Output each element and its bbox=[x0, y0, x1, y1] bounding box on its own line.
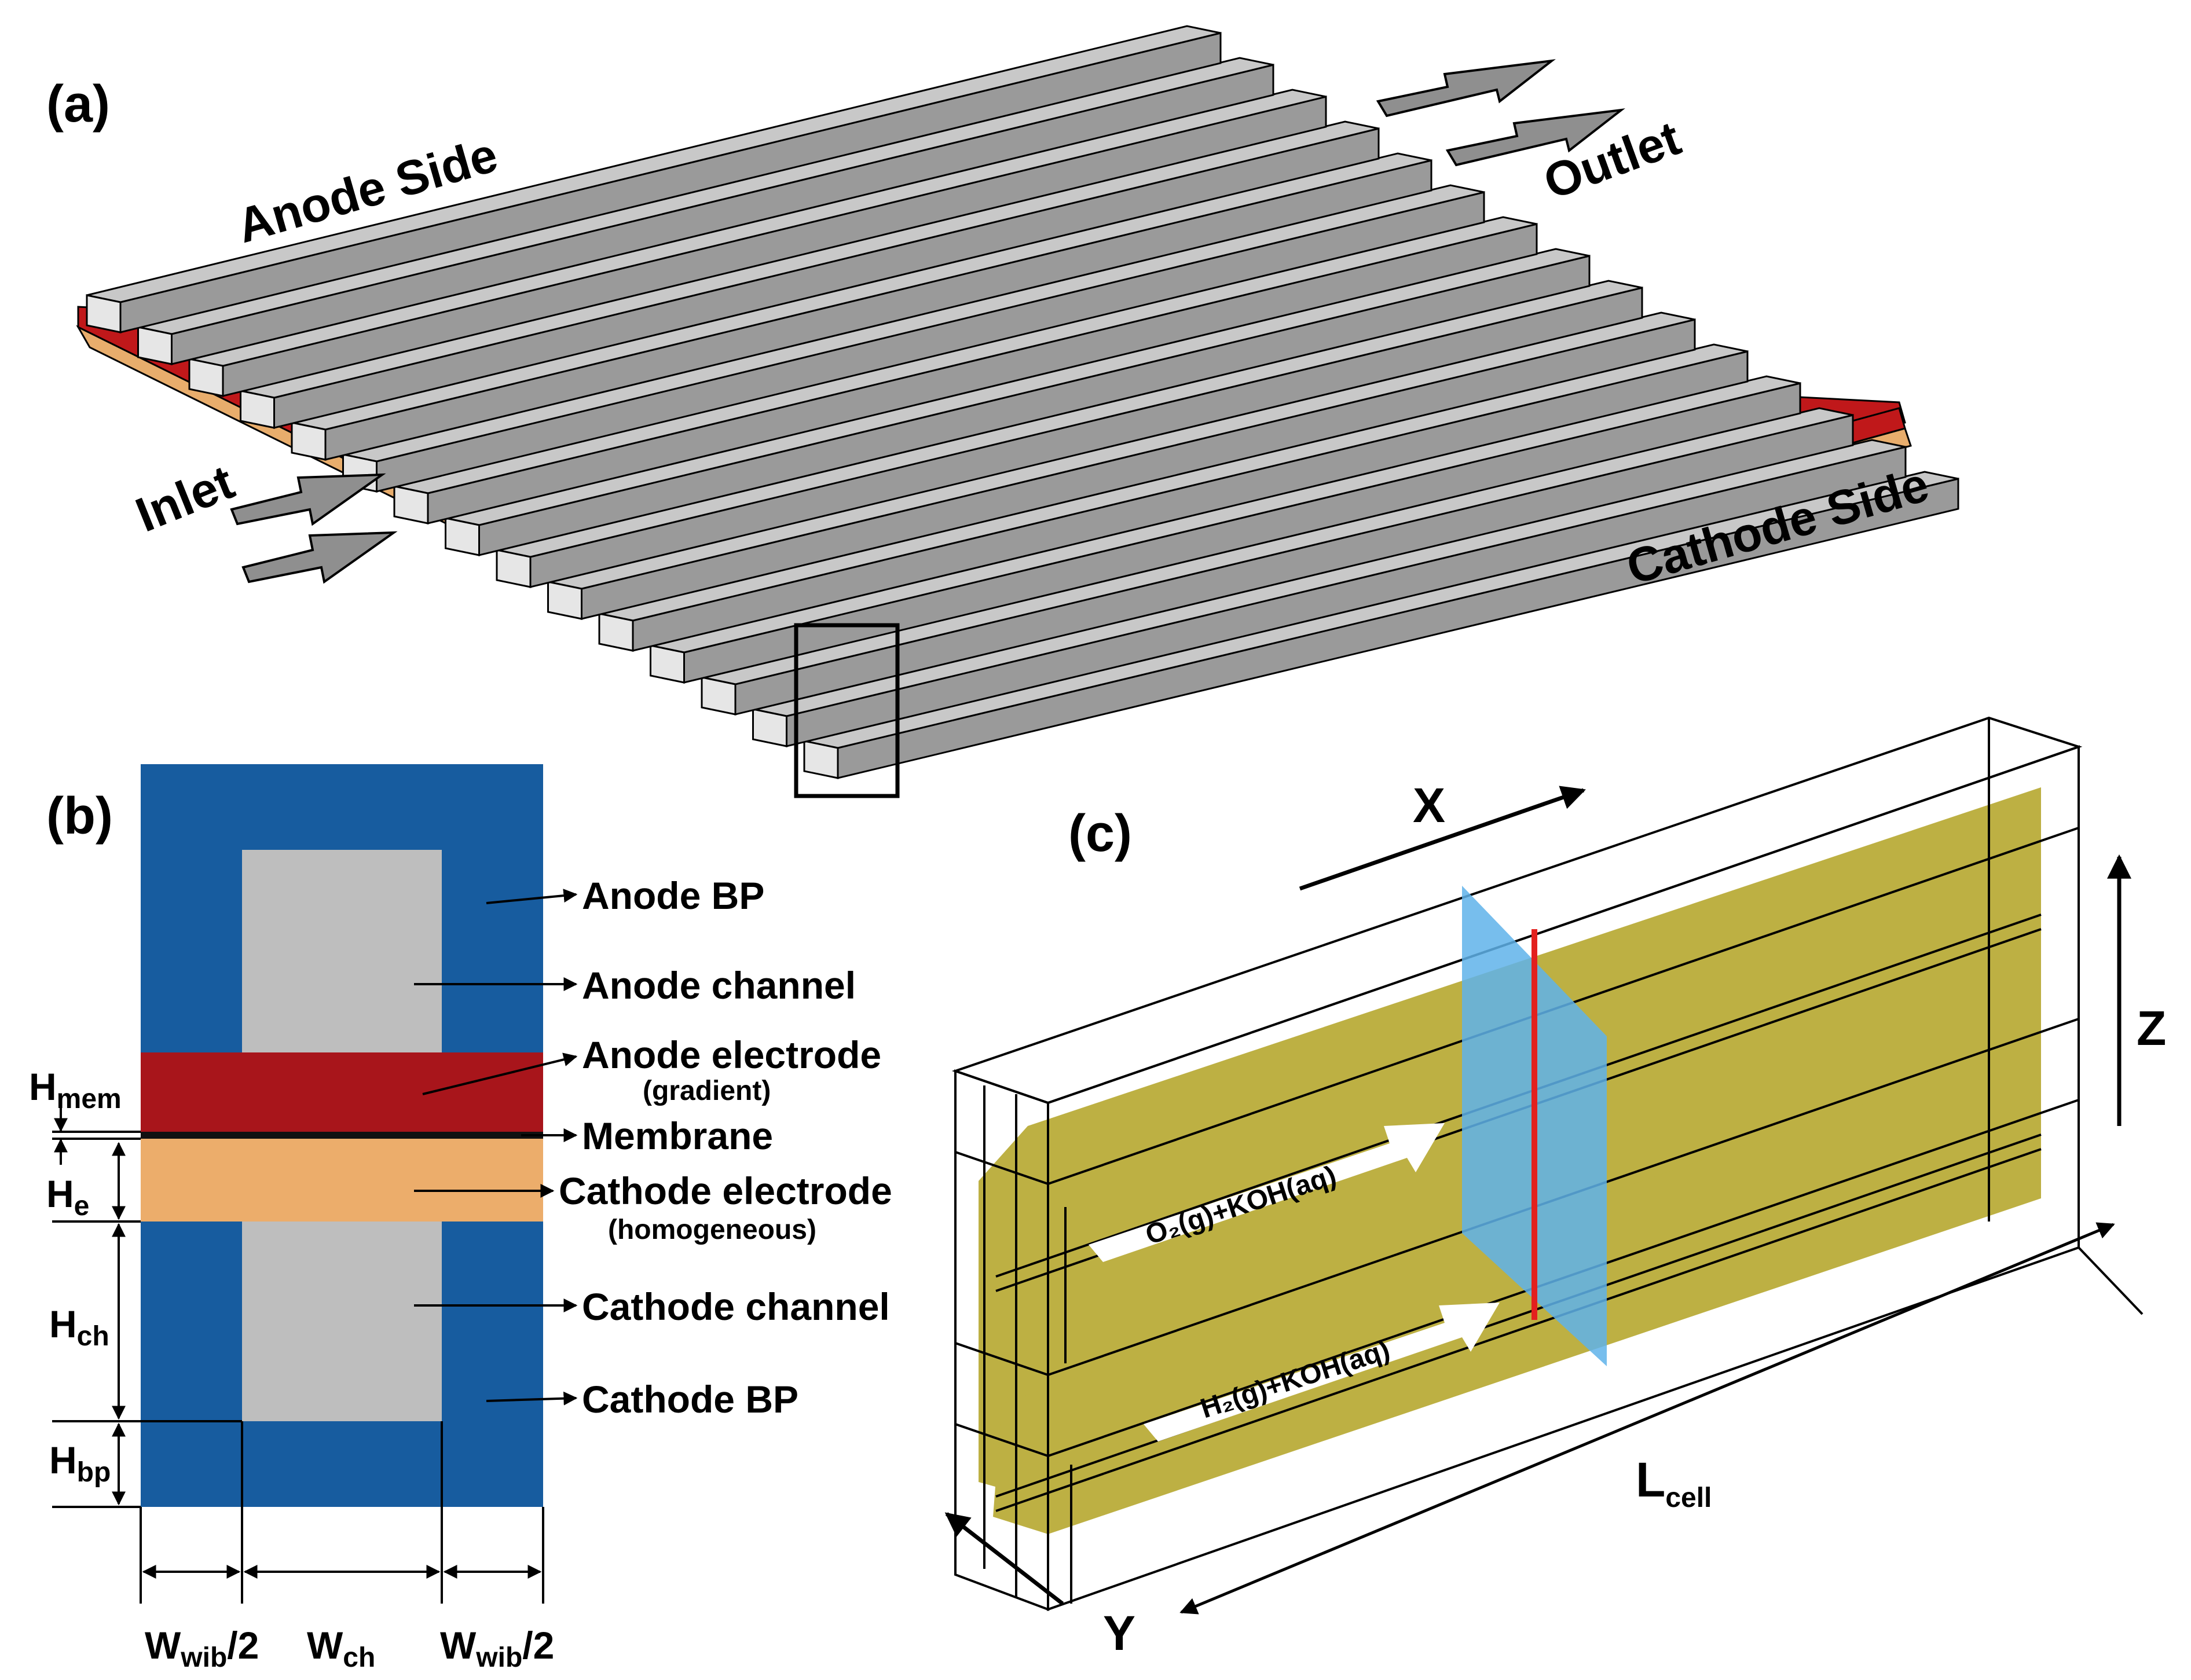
axis-y-label: Y bbox=[1103, 1606, 1135, 1660]
anode-channel bbox=[242, 850, 442, 1054]
zoom-box bbox=[794, 623, 900, 798]
h-bp-label: Hbp bbox=[49, 1439, 111, 1488]
anode-ribs bbox=[86, 25, 1959, 779]
height-dimensions bbox=[52, 1103, 242, 1508]
axis-z-label: Z bbox=[2137, 1001, 2166, 1055]
panel-b: (b) bbox=[29, 764, 892, 1673]
rib-end bbox=[445, 517, 480, 556]
anode-bp-label: Anode BP bbox=[582, 874, 764, 917]
w-wib-left-label: Wwib/2 bbox=[145, 1624, 259, 1673]
anode-electrode-label: Anode electrode bbox=[582, 1033, 881, 1076]
rib bbox=[496, 280, 1643, 588]
outlet-arrow-1 bbox=[1376, 59, 1556, 118]
rib bbox=[188, 89, 1327, 397]
panel-c-label: (c) bbox=[1068, 805, 1132, 863]
inlet-arrow-1 bbox=[230, 473, 386, 526]
rib bbox=[240, 120, 1380, 429]
outlet-arrow-2 bbox=[1445, 108, 1625, 167]
membrane-label: Membrane bbox=[582, 1114, 773, 1157]
width-dimensions bbox=[140, 1421, 544, 1604]
panel-c: (c) O₂ bbox=[944, 716, 2166, 1660]
outlet-arrows bbox=[1376, 59, 1625, 167]
rib-end bbox=[188, 358, 224, 397]
inlet-arrows bbox=[230, 473, 398, 584]
l-cell-extension bbox=[2078, 1246, 2144, 1315]
cathode-electrode-sublabel: (homogeneous) bbox=[608, 1215, 816, 1245]
rib-end bbox=[650, 644, 685, 684]
anode-channel-label: Anode channel bbox=[582, 964, 856, 1007]
w-ch-label: Wch bbox=[307, 1624, 375, 1673]
inlet-label: Inlet bbox=[129, 454, 241, 542]
leader-lines bbox=[414, 889, 578, 1406]
cathode-electrode bbox=[141, 1139, 543, 1222]
rib-end bbox=[291, 421, 327, 461]
anode-electrode-sublabel: (gradient) bbox=[643, 1076, 771, 1106]
panel-a: (a) Anode Side Cathode Side Inlet Outlet bbox=[46, 25, 1959, 798]
rib-end bbox=[86, 294, 122, 333]
h-e-label: He bbox=[46, 1172, 89, 1222]
cathode-bp-label: Cathode BP bbox=[582, 1378, 798, 1421]
cathode-channel bbox=[242, 1222, 442, 1421]
membrane bbox=[141, 1132, 543, 1139]
panel-b-label: (b) bbox=[46, 787, 113, 845]
rib-end bbox=[547, 581, 582, 620]
h-ch-label: Hch bbox=[49, 1303, 109, 1352]
h-mem-label: Hmem bbox=[29, 1065, 122, 1114]
rib-end bbox=[752, 708, 787, 747]
cathode-channel-label: Cathode channel bbox=[582, 1285, 890, 1328]
rib-end bbox=[137, 326, 173, 365]
l-cell-dimension bbox=[1179, 1222, 2115, 1615]
rib bbox=[752, 439, 1907, 747]
o2-flow-arrow bbox=[1089, 1123, 1445, 1262]
axis-x-arrow bbox=[1299, 786, 1586, 891]
rib bbox=[86, 25, 1222, 333]
rib bbox=[547, 311, 1696, 620]
rib-end bbox=[240, 390, 275, 429]
inlet-arrow-2 bbox=[241, 531, 398, 584]
cathode-electrode-label: Cathode electrode bbox=[559, 1169, 892, 1212]
l-cell-label: Lcell bbox=[1636, 1452, 1712, 1513]
rib-end bbox=[701, 676, 737, 716]
w-wib-right-label: Wwib/2 bbox=[440, 1624, 554, 1673]
axis-y-arrow bbox=[944, 1512, 1064, 1605]
rib-end bbox=[393, 485, 429, 524]
axis-x-label: X bbox=[1413, 778, 1445, 832]
rib bbox=[445, 248, 1591, 556]
rib-end bbox=[598, 612, 634, 652]
rib-end bbox=[496, 549, 532, 588]
panel-a-label: (a) bbox=[46, 75, 110, 133]
anode-electrode bbox=[141, 1052, 543, 1135]
rib-end bbox=[803, 740, 839, 779]
